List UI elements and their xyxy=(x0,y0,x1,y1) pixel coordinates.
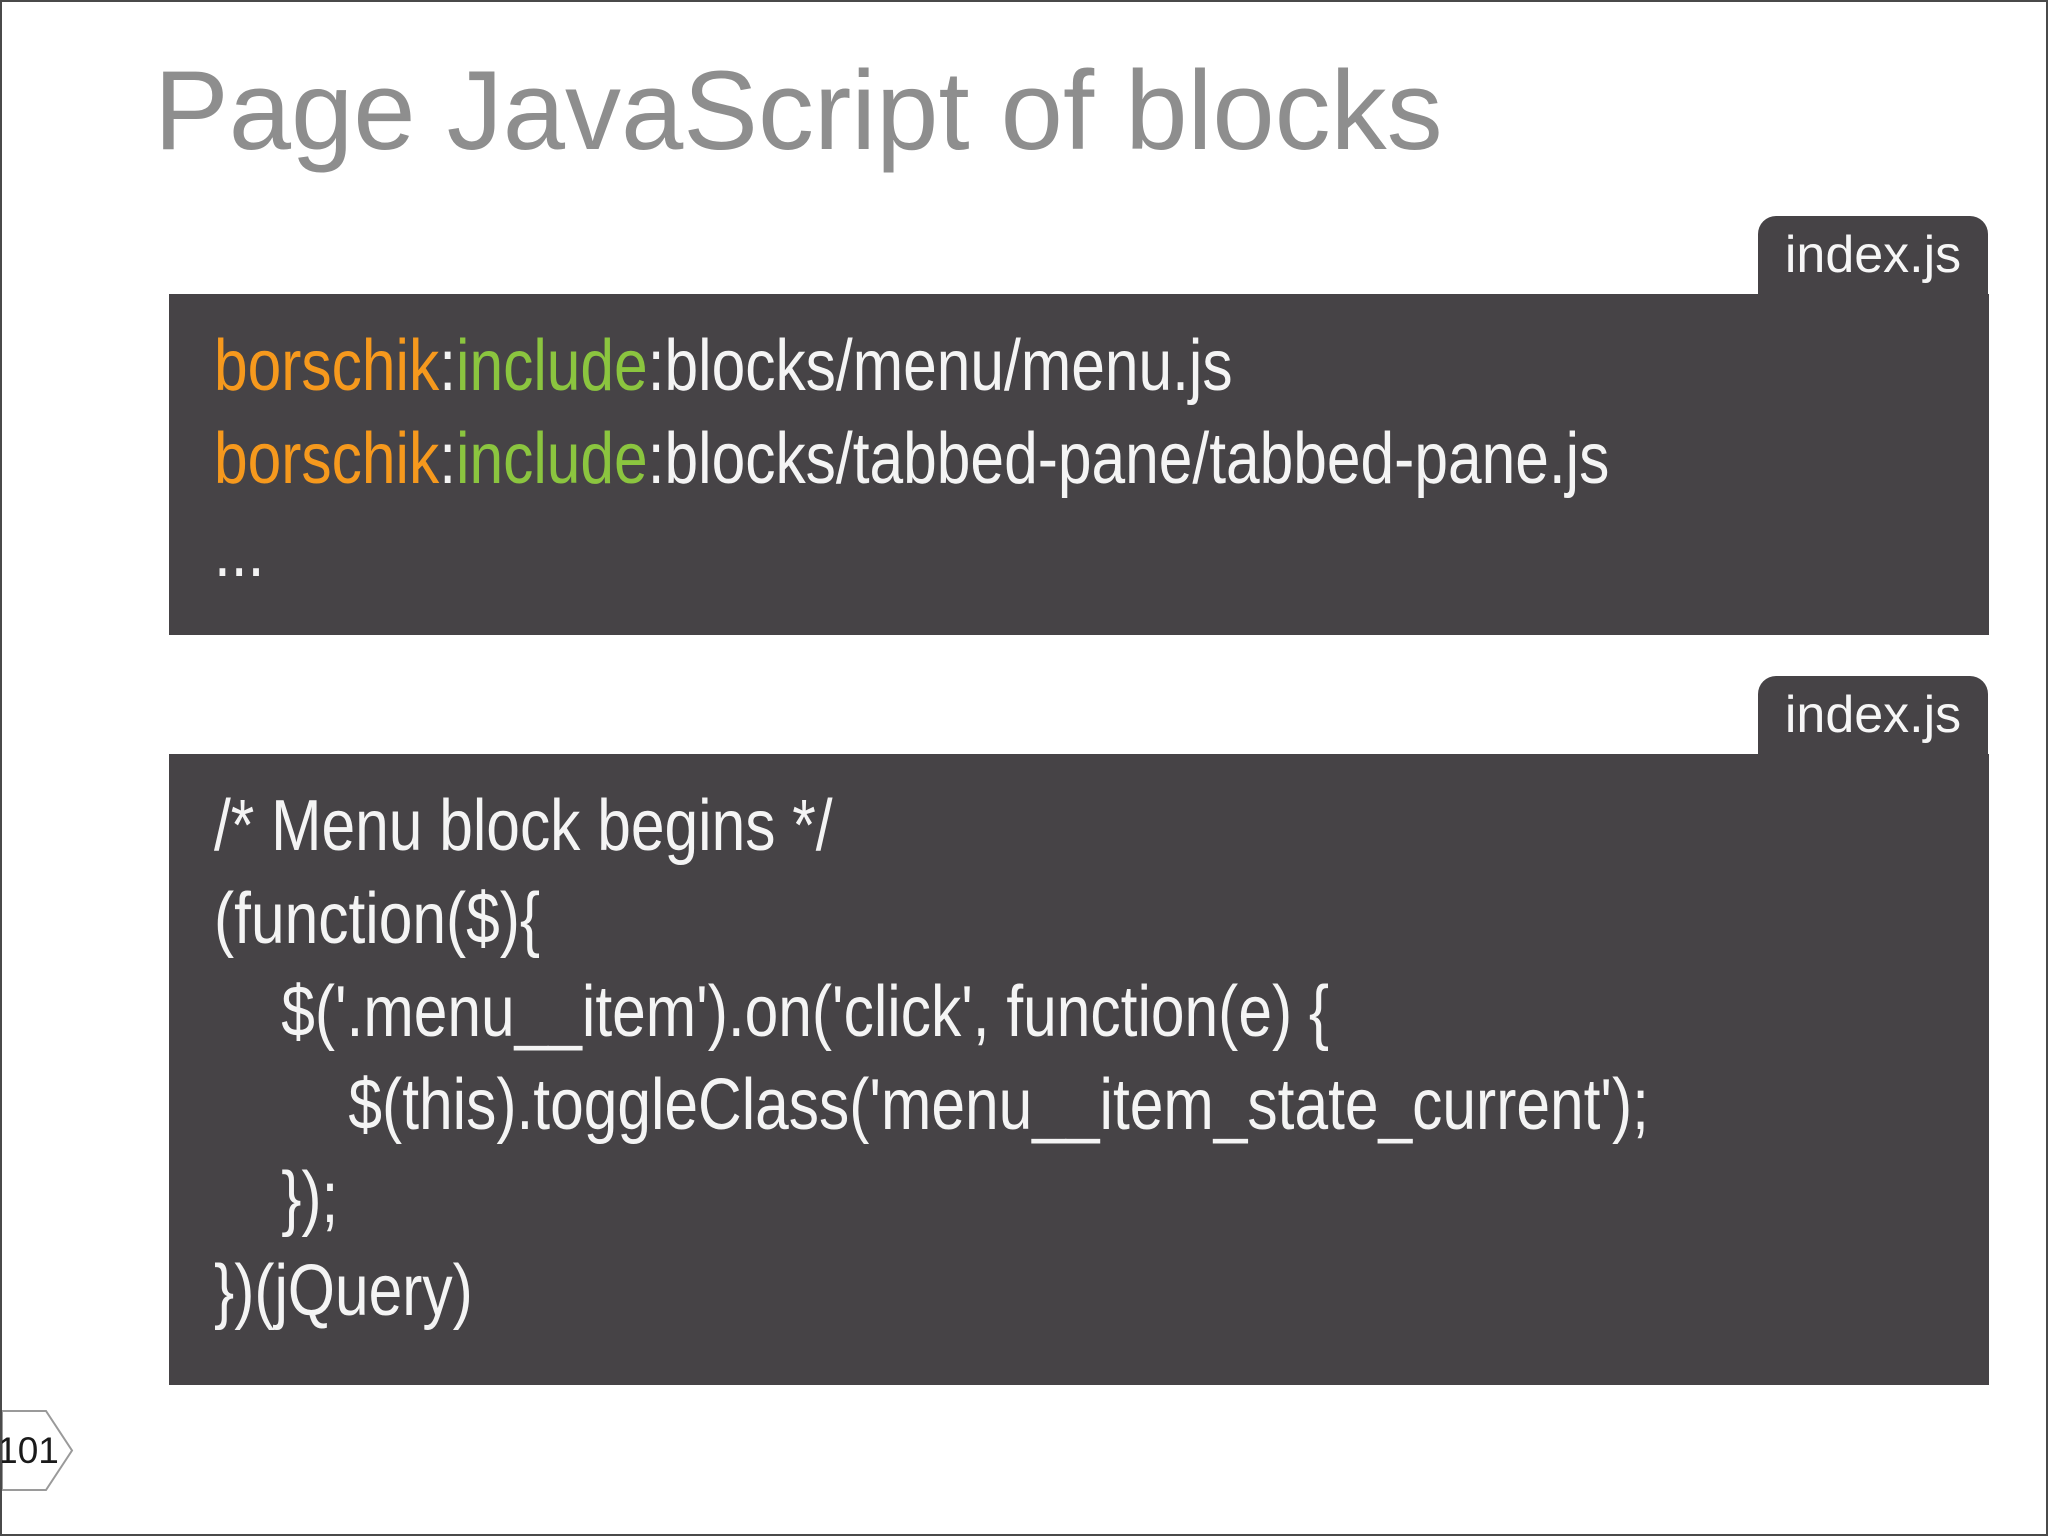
page-number: 101 xyxy=(0,1429,59,1471)
code-line: $('.menu__item').on('click', function(e)… xyxy=(214,972,1330,1052)
page-title: Page JavaScript of blocks xyxy=(154,48,1443,173)
code-content: borschik:include:blocks/menu/menu.js bors… xyxy=(214,320,1667,599)
code-line: }); xyxy=(214,1158,339,1238)
file-tab-index-js-2: index.js xyxy=(1758,676,1988,754)
code-line: })(jQuery) xyxy=(214,1251,473,1331)
file-tab-label: index.js xyxy=(1784,686,1962,744)
file-tab-index-js-1: index.js xyxy=(1758,216,1988,294)
badge-arrow-shape xyxy=(2,1410,74,1491)
code-line: $(this).toggleClass('menu__item_state_cu… xyxy=(214,1065,1649,1145)
code-block-includes: borschik:include:blocks/menu/menu.js bors… xyxy=(169,294,1989,635)
code-block-menu-script: /* Menu block begins */ (function($){ $('… xyxy=(169,754,1989,1385)
code-line: /* Menu block begins */ xyxy=(214,786,833,866)
code-line: ... xyxy=(214,512,265,592)
code-content: /* Menu block begins */ (function($){ $('… xyxy=(214,780,1667,1338)
code-line: borschik:include:blocks/menu/menu.js xyxy=(214,326,1233,406)
page-number-badge: 101 xyxy=(2,1410,74,1491)
file-tab-label: index.js xyxy=(1784,226,1962,284)
code-line: (function($){ xyxy=(214,879,541,959)
code-line: borschik:include:blocks/tabbed-pane/tabb… xyxy=(214,419,1610,499)
